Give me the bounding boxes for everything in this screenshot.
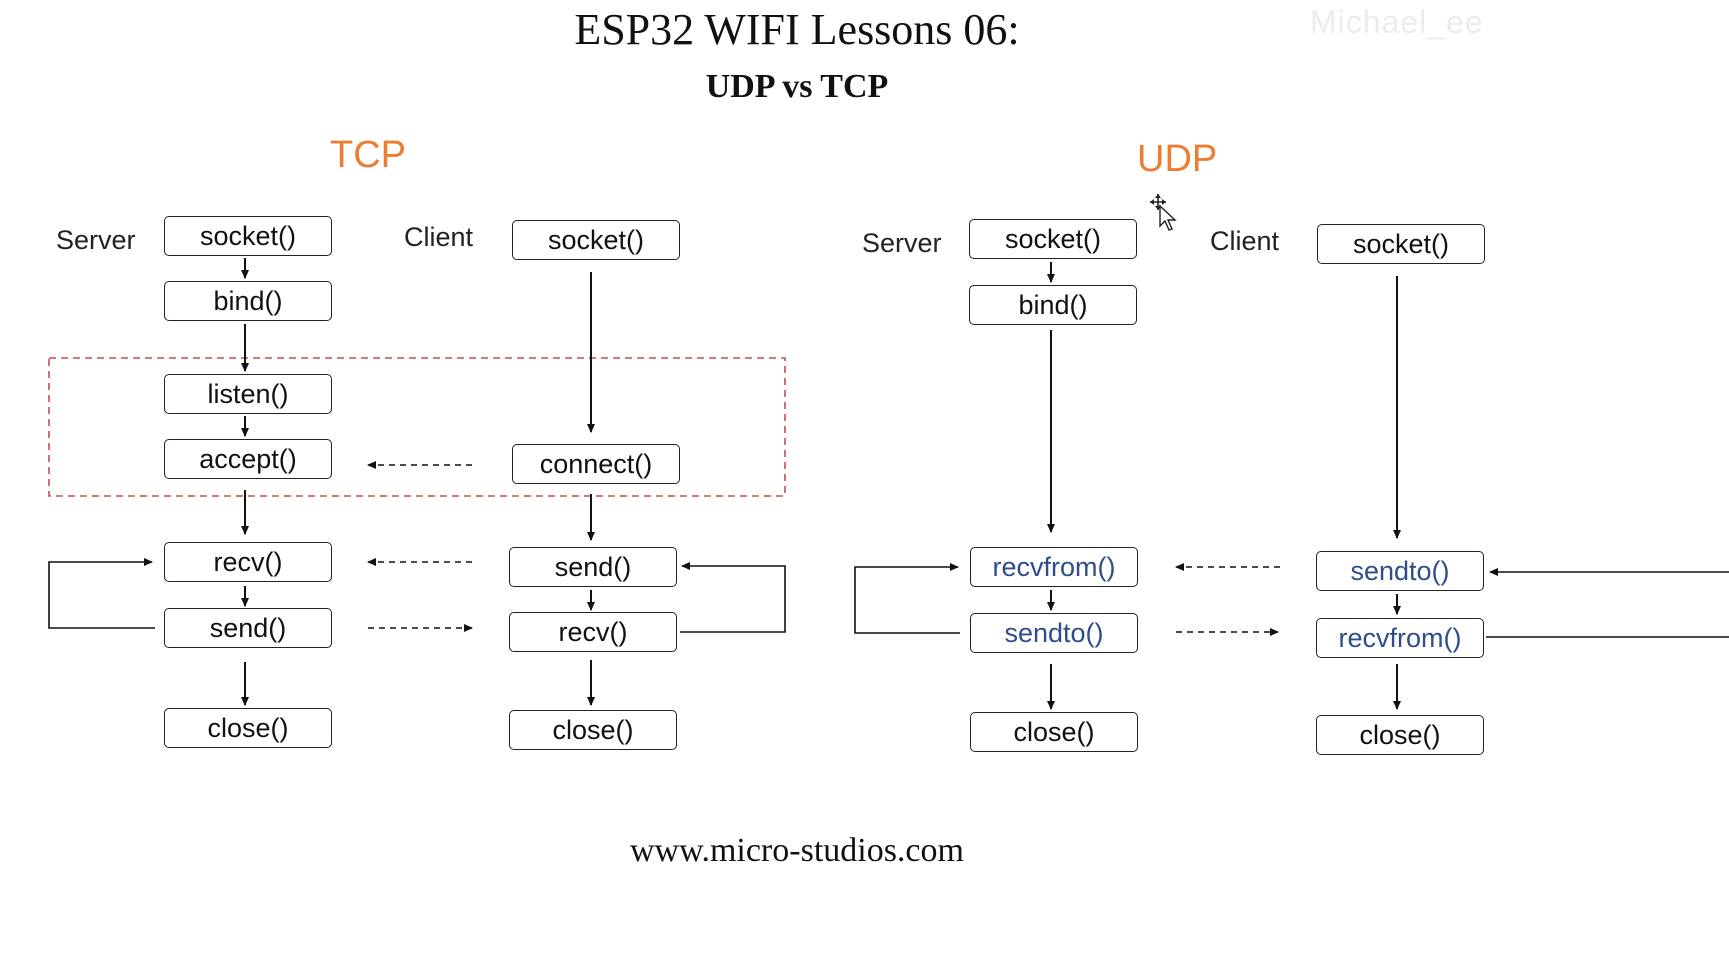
udp-server-recvfrom: recvfrom() [970,547,1138,587]
page-subtitle: UDP vs TCP [705,68,889,105]
udp-client-socket: socket() [1317,224,1485,264]
udp-server-socket: socket() [969,219,1137,259]
udp-client-close: close() [1316,715,1484,755]
tcp-server-accept: accept() [164,439,332,479]
udp-server-sendto: sendto() [970,613,1138,653]
tcp-client-send: send() [509,547,677,587]
udp-server-bind: bind() [969,285,1137,325]
tcp-client-connect: connect() [512,444,680,484]
tcp-server-loop [48,558,155,629]
tcp-section-title: TCP [330,134,406,176]
udp-server-close: close() [970,712,1138,752]
udp-section-title: UDP [1137,138,1218,180]
tcp-client-recv: recv() [509,612,677,652]
tcp-connection-region [48,357,786,497]
tcp-server-close: close() [164,708,332,748]
tcp-client-label: Client [404,222,474,252]
tcp-client-socket: socket() [512,220,680,260]
tcp-client-loop [680,562,786,633]
tcp-server-bind: bind() [164,281,332,321]
udp-client-sendto: sendto() [1316,551,1484,591]
tcp-server-recv: recv() [164,542,332,582]
tcp-server-socket: socket() [164,216,332,256]
page-title: ESP32 WIFI Lessons 06: [574,5,1020,54]
mouse-cursor-icon [1150,194,1177,231]
tcp-client-close: close() [509,710,677,750]
udp-server-label: Server [862,228,942,258]
tcp-server-send: send() [164,608,332,648]
udp-client-recvfrom: recvfrom() [1316,618,1484,658]
udp-client-label: Client [1210,226,1280,256]
footer-url: www.micro-studios.com [630,832,964,869]
watermark: Michael_ee [1310,4,1484,40]
tcp-server-listen: listen() [164,374,332,414]
udp-server-loop [854,563,960,634]
tcp-server-label: Server [56,225,136,255]
